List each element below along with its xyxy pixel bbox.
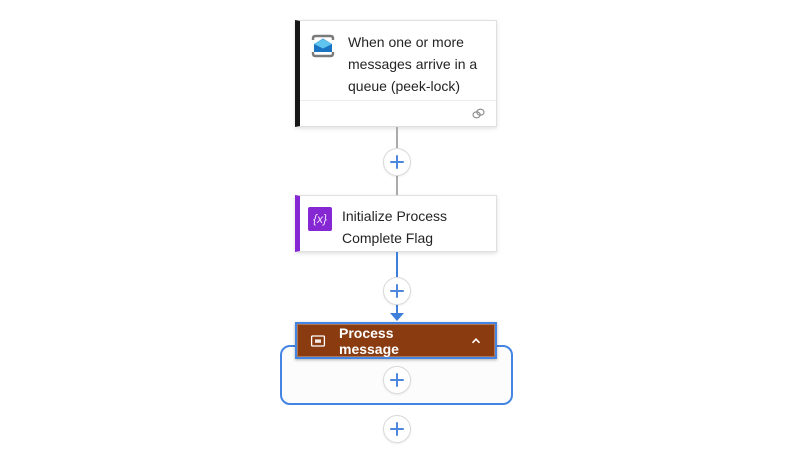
action-card-title: Initialize Process Complete Flag bbox=[342, 208, 448, 246]
chevron-up-icon bbox=[471, 337, 481, 343]
connector-line bbox=[396, 127, 398, 149]
action-card-body: {x} Initialize Process Complete Flag bbox=[300, 196, 496, 249]
insert-step-button-after-scope[interactable] bbox=[383, 415, 411, 443]
connector-line bbox=[396, 303, 398, 314]
collapse-toggle-button[interactable] bbox=[467, 332, 485, 350]
scope-header-process-message[interactable]: Process message bbox=[295, 322, 497, 359]
connection-link-icon bbox=[472, 108, 485, 119]
scope-frame-icon bbox=[310, 334, 326, 347]
insert-step-button-after-trigger[interactable] bbox=[383, 148, 411, 176]
connector-arrowhead-icon bbox=[390, 313, 404, 321]
variable-braces-icon: {x} bbox=[308, 207, 332, 231]
action-card-initialize-variable[interactable]: {x} Initialize Process Complete Flag bbox=[295, 195, 497, 252]
connector-line bbox=[396, 252, 398, 278]
insert-step-button-before-scope[interactable] bbox=[383, 277, 411, 305]
trigger-card-footer bbox=[300, 100, 496, 126]
service-bus-icon bbox=[311, 34, 335, 58]
trigger-card-body: When one or more messages arrive in a qu… bbox=[300, 21, 496, 97]
trigger-card-service-bus[interactable]: When one or more messages arrive in a qu… bbox=[295, 20, 497, 127]
trigger-card-title: When one or more messages arrive in a qu… bbox=[348, 34, 478, 94]
connector-line bbox=[396, 176, 398, 195]
insert-step-button-in-scope[interactable] bbox=[383, 366, 411, 394]
scope-title: Process message bbox=[339, 324, 399, 357]
